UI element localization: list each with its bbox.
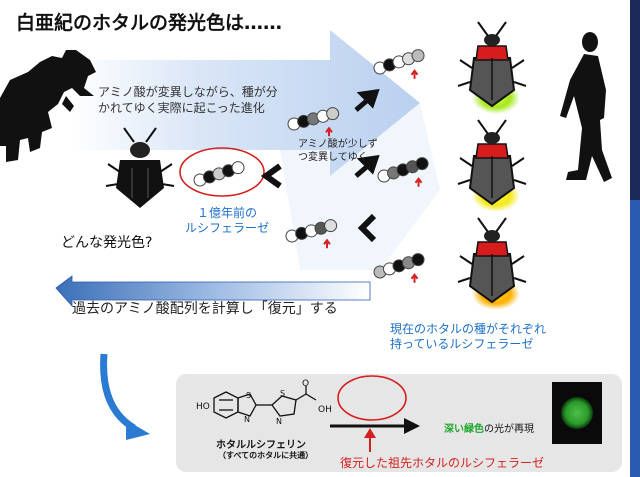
luciferase-chain-4 [377,157,429,187]
ho-label: HO [196,402,210,412]
result-panel [176,374,622,472]
curved-arrow [100,353,136,432]
amino-bead [231,161,245,175]
mutation-arrow-icon [325,126,333,137]
restored-luciferase-highlight [337,375,407,421]
firefly-lime-icon [457,21,527,114]
firefly-yellow-icon [457,119,527,212]
page-title: 白亜紀のホタルの発光色は…… [16,12,283,34]
arrow-up-right-icon [354,88,380,112]
luciferase-chain-3 [285,219,338,249]
luciferin-structure-icon [213,386,317,419]
luciferase-chain-5 [373,253,425,283]
oh-label: OH [318,405,332,415]
amino-slow-label: アミノ酸が少しずつ変異してゆく [298,139,378,163]
arrow-up-right-icon [354,154,380,178]
mutation-arrow-icon [410,273,419,283]
current-luciferase-label: 現在のホタルの種がそれぞれ 持っているルシフェラーゼ [390,322,546,352]
n2-label: N [276,417,282,426]
s1-label: S [246,391,251,400]
luciferin-note: （すべてのホタルに共通） [218,451,314,460]
curved-arrow-head [126,420,150,440]
restored-pointer-arrowhead [364,428,376,438]
green-rest: の光が再現 [484,424,534,435]
ancient-luciferase-highlight [179,147,265,197]
amino-bead [324,219,338,233]
green-emission-dot [561,397,593,429]
ancestral-firefly-icon [105,127,175,212]
amino-bead [411,49,425,63]
evolution-arrow [70,30,420,176]
ancient-line1: １億年前の [197,206,258,220]
human-icon [560,32,612,182]
reaction-arrow-head [404,418,420,434]
amino-bead [326,107,340,121]
current-line1: 現在のホタルの種がそれぞれ [390,322,547,336]
amino-change-label: アミノ酸が変異しながら、種が分かれてゆく実際に起こった進化 [98,85,278,115]
chevron-icon [357,213,377,243]
luciferase-chain-1 [287,107,340,137]
n1-label: N [244,415,250,424]
ancestor-label: 復元した祖先ホタルのルシフェラーゼ [340,456,545,470]
firefly-orange-icon [457,217,527,310]
restore-arrow [55,275,371,308]
green-strong: 深い緑色 [444,424,484,435]
dinosaur-icon [0,50,96,162]
ancient-line2: ルシフェラーゼ [185,221,270,235]
mutation-arrow-icon [323,238,331,249]
luciferin-name: ホタルルシフェリン [216,440,306,451]
ancient-luciferase-label: １億年前の ルシフェラーゼ [185,206,269,236]
mutation-arrow-icon [414,177,423,187]
amino-bead [415,157,429,171]
luciferase-chain-2 [193,161,245,187]
current-line2: 持っているルシフェラーゼ [390,337,534,351]
amino-bead [411,253,425,267]
slide-edge-band-lower [630,200,640,477]
question-label: どんな発光色? [61,235,153,251]
mutation-arrow-icon [410,69,419,79]
luciferase-chain-0 [373,49,425,79]
green-result-label: 深い緑色の光が再現 [444,420,534,435]
restore-label: 過去のアミノ酸配列を計算し「復元」する [72,301,338,317]
chevron-icon [260,163,282,189]
o-label: O [302,379,309,389]
s2-label: S [280,389,285,398]
